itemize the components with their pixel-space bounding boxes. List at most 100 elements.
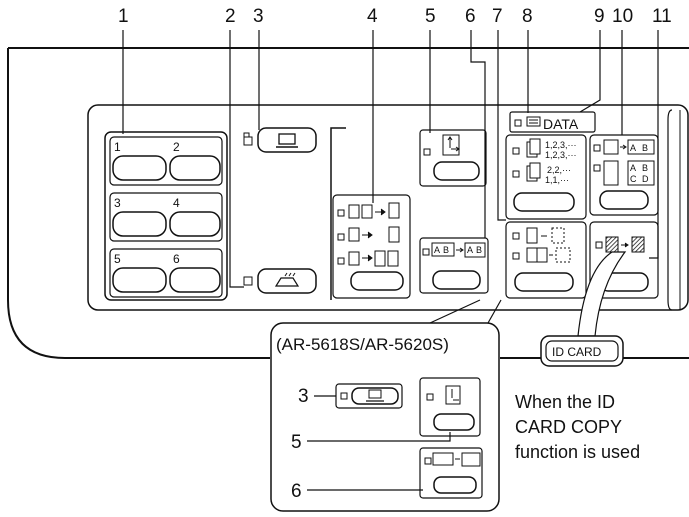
duplex-indicator-3: [337, 257, 345, 265]
id-card-badge-frame: [545, 340, 619, 362]
four-up-indicator: [593, 164, 601, 172]
program-key-label-2: 2: [173, 140, 180, 154]
callout-9: 9: [594, 6, 605, 27]
inset-pc-indicator: [340, 392, 348, 400]
nup-label-b: B: [642, 143, 648, 153]
inset-title: (AR-5618S/AR-5620S): [276, 335, 449, 354]
margin-shift-group: [505, 221, 587, 299]
margin-shift-icon: [526, 227, 571, 263]
duplex-mode-group: [332, 194, 411, 299]
inset-computer-icon: [366, 389, 384, 402]
n-up-key[interactable]: [599, 190, 649, 210]
erase-indicator: [512, 252, 520, 260]
two-up-indicator: [593, 144, 601, 152]
group-label-a: 2,2,···: [547, 165, 571, 175]
orientation-indicator: [423, 148, 431, 156]
orientation-key-group: [419, 129, 487, 187]
id-card-callout: ID CARD: [540, 251, 627, 367]
nup-label-c: C: [630, 174, 637, 184]
program-key-label-3: 3: [114, 196, 121, 210]
inset-orientation-indicator: [426, 393, 434, 401]
margin-shift-key[interactable]: [514, 272, 574, 292]
card-copy-indicator: [422, 248, 430, 256]
group-label-b: 1,1,···: [545, 175, 569, 185]
inset-orientation-icon: [445, 385, 461, 405]
id-card-badge-text: ID CARD: [552, 345, 602, 359]
n-up-icon: [603, 139, 655, 186]
program-key-4[interactable]: [169, 211, 221, 237]
card-copy-key[interactable]: [432, 270, 481, 290]
sort-label-b: 1,2,3,···: [545, 150, 577, 160]
duplex-indicator-2: [337, 233, 345, 241]
program-key-1[interactable]: [112, 155, 167, 181]
program-key-2[interactable]: [169, 155, 221, 181]
nup-label-d: D: [642, 174, 649, 184]
id-card-icon: [605, 236, 645, 253]
scan-key-group: [243, 268, 317, 294]
sort-indicator: [512, 147, 520, 155]
pc-mode-key-group: [243, 127, 317, 153]
id-card-indicator: [595, 241, 603, 249]
card-label-b: B: [443, 245, 449, 255]
program-key-label-1: 1: [114, 140, 121, 154]
callout-1: 1: [118, 6, 129, 27]
callout-2: 2: [225, 6, 236, 27]
computer-icon: [276, 133, 298, 148]
inset-callout-5: 5: [291, 432, 302, 453]
inset-callout-3: 3: [298, 386, 309, 407]
nup-label-b2: B: [642, 163, 648, 173]
sort-icon: [526, 138, 541, 182]
pc-mode-indicator: [243, 136, 253, 146]
card-label-a2: A: [467, 245, 473, 255]
machine-outline: [7, 47, 689, 359]
sort-label-a: 1,2,3,···: [545, 140, 577, 150]
card-label-b2: B: [476, 245, 482, 255]
scan-indicator: [243, 276, 253, 286]
pc-mode-key[interactable]: [257, 127, 317, 153]
program-key-6[interactable]: [169, 267, 221, 293]
inset-card-copy-icon: [432, 452, 481, 467]
inset-card-indicator: [424, 457, 432, 465]
control-panel: [87, 104, 689, 311]
inset-pc-key[interactable]: [351, 387, 399, 405]
program-keys-group: 1 2 3 4 5 6: [104, 131, 228, 301]
callout-8: 8: [522, 6, 533, 27]
callout-7: 7: [492, 6, 503, 27]
margin-indicator: [512, 232, 520, 240]
program-key-label-6: 6: [173, 252, 180, 266]
scan-key[interactable]: [257, 268, 317, 294]
card-copy-icon: [431, 242, 486, 258]
card-copy-group: A B A B: [419, 237, 489, 294]
sort-group: 1,2,3,··· 1,2,3,··· 2,2,··· 1,1,···: [505, 134, 587, 220]
n-up-group: A B A B C D: [589, 134, 659, 216]
callout-3: 3: [253, 6, 264, 27]
card-label-a: A: [434, 245, 440, 255]
program-key-label-4: 4: [173, 196, 180, 210]
data-label: DATA: [543, 116, 579, 132]
printer-icon: [526, 116, 541, 127]
data-indicator-group: DATA: [509, 111, 596, 133]
program-key-label-5: 5: [114, 252, 121, 266]
leader-lines: [122, 30, 659, 288]
duplex-icon: [348, 202, 400, 267]
callout-11: 11: [652, 6, 672, 27]
orientation-icon: [442, 134, 460, 156]
nup-label-a: A: [630, 143, 636, 153]
duplex-indicator-1: [337, 209, 345, 217]
program-key-5[interactable]: [112, 267, 167, 293]
callout-4: 4: [367, 6, 378, 27]
inset-card-key[interactable]: [433, 476, 477, 494]
inset-orientation-key[interactable]: [433, 413, 475, 431]
program-key-3[interactable]: [112, 211, 167, 237]
id-card-group: [589, 221, 659, 299]
callout-5: 5: [425, 6, 436, 27]
sort-key[interactable]: [513, 192, 575, 212]
orientation-key[interactable]: [433, 161, 480, 181]
callout-6: 6: [465, 6, 476, 27]
inset-callout-6: 6: [291, 481, 302, 502]
id-card-note-line-1: When the ID: [515, 392, 615, 412]
duplex-key[interactable]: [350, 271, 404, 291]
callout-10: 10: [612, 6, 633, 27]
id-card-note-line-3: function is used: [515, 442, 640, 462]
data-led: [514, 119, 522, 127]
